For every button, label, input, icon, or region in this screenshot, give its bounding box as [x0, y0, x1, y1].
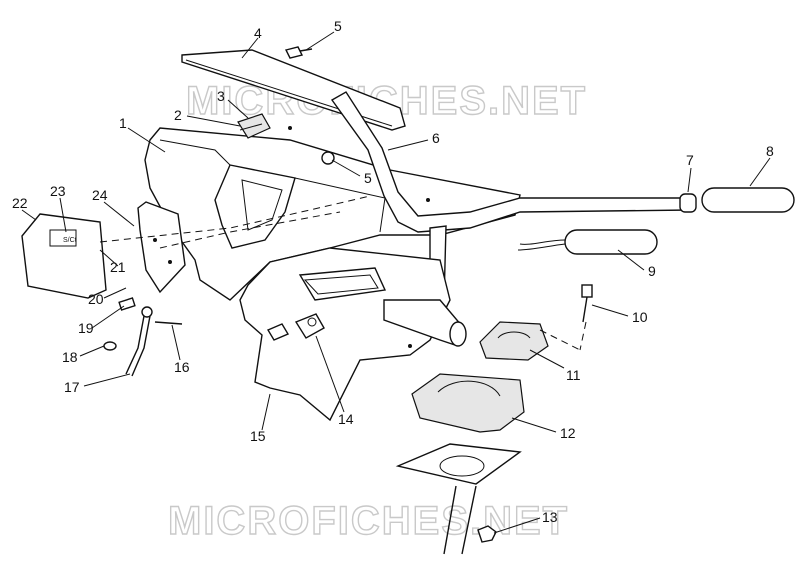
heated-grip: [517, 229, 658, 255]
steering-plate: [395, 443, 522, 555]
callout-5a: 5: [334, 18, 342, 34]
decal-text: S/Ct: [63, 237, 77, 244]
nut: [477, 525, 497, 543]
callout-19: 19: [78, 320, 94, 336]
callout-12: 12: [560, 425, 576, 441]
callout-9: 9: [648, 263, 656, 279]
callout-16: 16: [174, 359, 190, 375]
decal-plate: S/Ct: [21, 213, 107, 299]
callout-20: 20: [88, 291, 104, 307]
lower-fairing: [239, 247, 451, 422]
callout-10: 10: [632, 309, 648, 325]
handlebar-grip: [679, 187, 795, 213]
guide-line-4: [579, 321, 587, 351]
callout-21: 21: [110, 259, 126, 275]
screw-mid: [321, 151, 335, 165]
callout-8: 8: [766, 143, 774, 159]
bracket: [137, 201, 186, 294]
watermark-bottom: MICROFICHES.NET: [168, 499, 569, 543]
callout-22: 22: [12, 195, 28, 211]
grommet: [266, 313, 325, 341]
guide-line-1: [99, 195, 371, 243]
callout-14: 14: [338, 411, 354, 427]
steering-post: [383, 299, 467, 347]
callout-11: 11: [566, 367, 581, 383]
callout-4: 4: [254, 25, 262, 41]
leader-lines: [21, 31, 771, 534]
callout-17: 17: [64, 379, 80, 395]
callout-5b: 5: [364, 170, 372, 186]
watermark-top: MICROFICHES.NET: [186, 79, 587, 123]
callout-3: 3: [217, 88, 225, 104]
guide-line-3: [539, 329, 581, 351]
callout-2: 2: [174, 107, 182, 123]
lower-clamp: [411, 373, 525, 433]
callout-6: 6: [432, 130, 440, 146]
choke-rod: [103, 297, 183, 377]
callout-7: 7: [686, 152, 694, 168]
callout-13: 13: [542, 509, 558, 525]
switch: [237, 113, 271, 139]
guide-line-2: [159, 211, 341, 249]
bolt: [581, 284, 593, 323]
callout-24: 24: [92, 187, 108, 203]
callout-18: 18: [62, 349, 78, 365]
callout-23: 23: [50, 183, 66, 199]
callout-15: 15: [250, 428, 266, 444]
callout-1: 1: [119, 115, 127, 131]
